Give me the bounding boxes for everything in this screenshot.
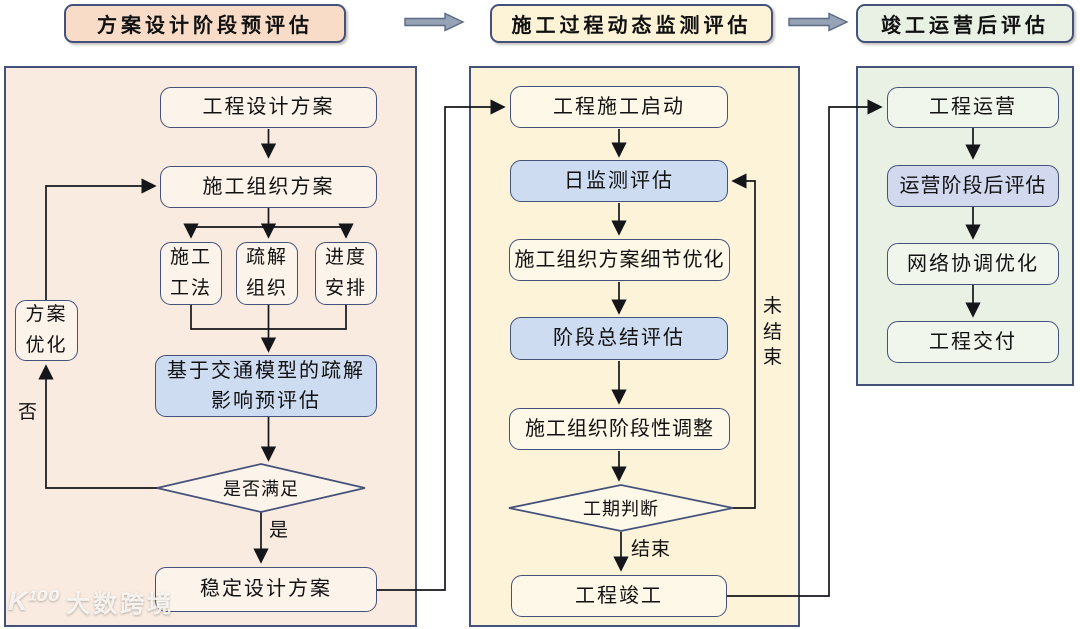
node-network-coordination-optimization: 网络协调优化 [887,243,1059,285]
node-post-operation-evaluation: 运营阶段后评估 [887,165,1059,207]
decision-satisfied-label: 是否满足 [223,479,299,499]
node-engineering-design-plan: 工程设计方案 [160,87,377,128]
phase-arrow-2-icon [788,12,849,32]
node-stable-design-plan: 稳定设计方案 [155,567,377,612]
node-stage-summary-evaluation: 阶段总结评估 [510,317,728,360]
node-organization-stage-adjustment: 施工组织阶段性调整 [509,408,730,450]
node-project-completion: 工程竣工 [511,575,727,617]
edge-label-no: 否 [17,402,38,423]
node-traffic-model-pre-evaluation: 基于交通模型的疏解 影响预评估 [155,355,377,417]
edge-label-not-finished: 未 结 束 [762,296,783,369]
watermark-logo-icon: K¹⁰⁰ [8,586,61,616]
edge-label-finished: 结束 [630,539,671,560]
node-daily-monitoring-evaluation: 日监测评估 [510,160,728,202]
decision-schedule-label: 工期判断 [583,499,659,519]
watermark: K¹⁰⁰ 大数跨境 [8,584,174,619]
node-plan-optimization: 方案 优化 [15,300,78,361]
node-construction-organization-plan: 施工组织方案 [160,166,377,208]
phase3-header: 竣工运营后评估 [856,4,1074,43]
phase2-header: 施工过程动态监测评估 [490,4,773,43]
node-relief-organization: 疏解 组织 [236,242,298,305]
node-construction-start: 工程施工启动 [510,86,728,128]
node-project-delivery: 工程交付 [887,321,1059,363]
phase-arrow-1-icon [404,12,465,32]
edge-label-yes: 是 [268,520,289,541]
node-organization-detail-optimization: 施工组织方案细节优化 [509,239,730,281]
node-project-operation: 工程运营 [887,87,1059,128]
node-construction-method: 施工 工法 [160,242,222,305]
node-schedule-arrangement: 进度 安排 [315,242,377,305]
phase1-header: 方案设计阶段预评估 [64,4,346,43]
watermark-text: 大数跨境 [66,591,175,618]
